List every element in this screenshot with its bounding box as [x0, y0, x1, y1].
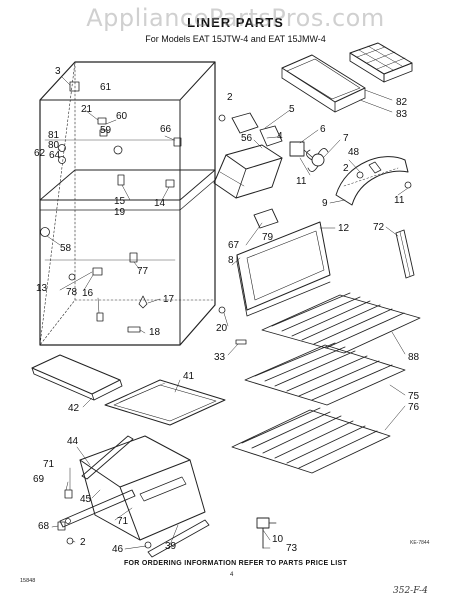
callout-20: 20	[216, 323, 228, 334]
callout-42: 42	[68, 403, 80, 414]
callout-33: 33	[214, 352, 226, 363]
callout-71-lower: 71	[117, 516, 129, 527]
light-shield	[253, 208, 279, 229]
callout-21: 21	[81, 104, 93, 115]
callout-12: 12	[338, 223, 350, 234]
callout-2-top: 2	[227, 92, 233, 103]
callout-15: 15	[114, 196, 126, 207]
glass-shelf	[104, 379, 226, 426]
callout-2-fan: 2	[343, 163, 349, 174]
callout-81: 81	[48, 130, 60, 141]
cabinet-liner	[39, 61, 216, 346]
diagram-title: LINER PARTS	[187, 15, 284, 30]
evaporator-cover	[335, 156, 409, 206]
screw	[218, 114, 226, 122]
callout-76: 76	[408, 402, 420, 413]
callout-64: 64	[49, 150, 61, 161]
callout-66: 66	[160, 124, 172, 135]
callout-75: 75	[408, 391, 420, 402]
callout-60: 60	[116, 111, 128, 122]
drawer-rail-left	[81, 435, 134, 480]
callout-44: 44	[67, 436, 79, 447]
callout-83: 83	[396, 109, 408, 120]
callout-77: 77	[137, 266, 149, 277]
callout-46: 46	[112, 544, 124, 555]
callout-2-bottom: 2	[80, 537, 86, 548]
watermark: AppliancePartsPros.com	[86, 4, 385, 32]
callout-48: 48	[348, 147, 360, 158]
callout-78: 78	[66, 287, 78, 298]
callout-6: 6	[320, 124, 326, 135]
freezer-bin	[213, 112, 283, 199]
handwritten-stamp: 352-F-4	[393, 586, 428, 596]
callout-13: 13	[36, 283, 48, 294]
callout-5: 5	[289, 104, 295, 115]
crisper-cover-frame	[236, 221, 331, 317]
callout-11-fan: 11	[296, 176, 307, 187]
callout-69: 69	[33, 474, 45, 485]
fan-assembly	[289, 141, 329, 172]
drawing-code: KE-7844	[410, 540, 430, 546]
callout-62: 62	[34, 148, 46, 159]
wire-shelf-middle	[244, 342, 406, 406]
callout-58: 58	[60, 243, 72, 254]
callout-67: 67	[228, 240, 240, 251]
drip-tray	[31, 354, 123, 401]
callout-41: 41	[183, 371, 195, 382]
drawer-rail-bottom	[59, 489, 136, 528]
callout-3: 3	[55, 66, 61, 77]
callout-82: 82	[396, 97, 408, 108]
callout-61: 61	[100, 82, 112, 93]
callout-73: 73	[286, 543, 298, 554]
drain-valve	[256, 517, 277, 549]
page-number: 4	[230, 572, 234, 578]
callout-56: 56	[241, 133, 253, 144]
vertical-trim	[395, 229, 415, 279]
callout-80: 80	[48, 140, 60, 151]
ordering-note: FOR ORDERING INFORMATION REFER TO PARTS …	[123, 560, 348, 567]
callout-39: 39	[165, 541, 177, 552]
corner-reference: 15848	[20, 578, 36, 584]
callout-8: 8	[228, 255, 234, 266]
callout-19: 19	[114, 207, 126, 218]
callout-71-upper: 71	[43, 459, 55, 470]
callout-4: 4	[277, 131, 283, 142]
callout-68: 68	[38, 521, 50, 532]
callout-17: 17	[163, 294, 175, 305]
ice-cube-tray	[349, 42, 413, 83]
callout-18: 18	[149, 327, 161, 338]
callout-59: 59	[100, 125, 112, 136]
callout-7: 7	[343, 133, 349, 144]
ice-tray-rack	[281, 54, 366, 113]
callout-10: 10	[272, 534, 284, 545]
crisper-drawer	[79, 435, 206, 541]
callout-45: 45	[80, 494, 92, 505]
callout-16: 16	[82, 288, 94, 299]
callout-11-cover: 11	[394, 195, 405, 206]
callout-72: 72	[373, 222, 385, 233]
callout-14: 14	[154, 198, 166, 209]
drawer-rail-right	[147, 519, 210, 558]
callout-79: 79	[262, 232, 274, 243]
callout-88: 88	[408, 352, 420, 363]
wire-shelf-upper	[261, 292, 421, 354]
callout-9: 9	[322, 198, 328, 209]
wire-shelf-lower	[231, 407, 391, 474]
leader-lines	[46, 76, 409, 550]
diagram-subtitle: For Models EAT 15JTW-4 and EAT 15JMW-4	[145, 34, 326, 44]
